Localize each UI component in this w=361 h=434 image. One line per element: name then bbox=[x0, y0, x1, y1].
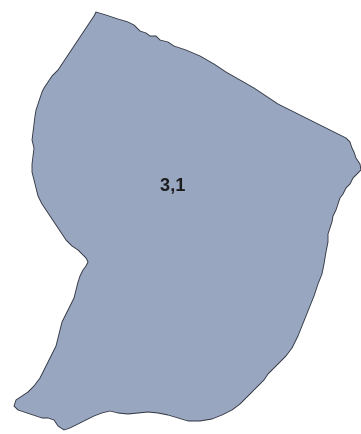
region-value-label: 3,1 bbox=[160, 175, 186, 195]
region-shape[interactable] bbox=[13, 11, 361, 431]
